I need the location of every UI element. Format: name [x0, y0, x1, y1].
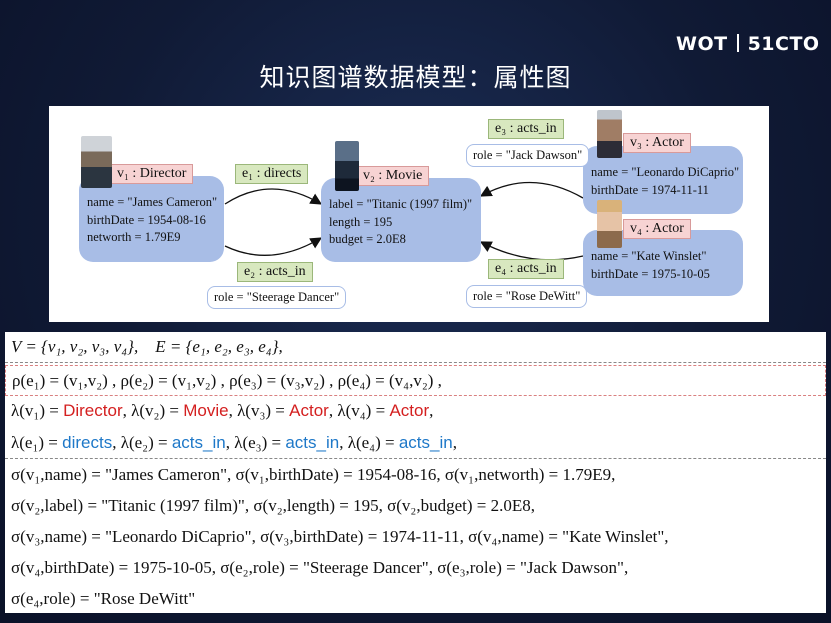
edge-e2-arrow	[224, 237, 323, 256]
sigma-v1: σ(v₁,name) = "James Cameron", σ(v₁,birth…	[11, 465, 616, 484]
sigma-v4-e2-e3: σ(v₄,birthDate) = 1975-10-05, σ(e₂,role)…	[11, 558, 629, 577]
sigma-v2: σ(v₂,label) = "Titanic (1997 film)", σ(v…	[11, 496, 536, 515]
lambda-v4-prefix: λ(v₄) =	[337, 401, 390, 420]
edge-e1-label: e₁ : directs	[235, 164, 309, 184]
lambda-e4-suffix: ,	[452, 433, 457, 452]
titanic-poster-image	[335, 141, 359, 191]
lambda-e3-prefix: λ(e₃) =	[234, 433, 286, 452]
logo-separator	[736, 34, 739, 52]
v1-prop-name: name = "James Cameron"	[87, 195, 218, 209]
sigma-e4: σ(e₄,role) = "Rose DeWitt"	[11, 589, 196, 608]
v3-prop-birthdate: birthDate = 1974-11-11	[591, 182, 709, 197]
formula-row-sigma-4: σ(v₄,birthDate) = 1975-10-05, σ(e₂,role)…	[5, 553, 826, 584]
v4-prop-birthdate: birthDate = 1975-10-05	[591, 266, 710, 281]
lambda-e2-suffix: ,	[225, 433, 235, 452]
lambda-v4-suffix: ,	[429, 401, 434, 420]
edge-e2-role: role = "Steerage Dancer"	[207, 286, 347, 309]
formal-definition-panel: V = {v₁, v₂, v₃, v₄}, E = {e₁, e₂, e₃, e…	[5, 332, 826, 613]
edge-e3-role: role = "Jack Dawson"	[466, 144, 590, 167]
lambda-e1-prefix: λ(e₁) =	[11, 433, 63, 452]
logo-wot: WOT	[676, 33, 728, 55]
lambda-e3-suffix: ,	[339, 433, 348, 452]
v2-prop-budget: budget = 2.0E8	[329, 232, 406, 246]
lambda-e1-suffix: ,	[112, 433, 121, 452]
lambda-e3-value: acts_in	[285, 433, 340, 452]
slide-title: 知识图谱数据模型：属性图	[259, 63, 572, 92]
lambda-v2-suffix: ,	[228, 401, 238, 420]
edge-e3-label: e₃ : acts_in	[488, 119, 564, 139]
leonardo-dicaprio-photo	[597, 110, 622, 158]
edge-e4-label: e₄ : acts_in	[488, 259, 564, 279]
formula-row-lambda-vertices: λ(v₁) = Director, λ(v₂) = Movie, λ(v₃) =…	[5, 396, 826, 427]
node-v2-label: v₂ : Movie	[356, 166, 430, 186]
node-v3-label: v₃ : Actor	[623, 133, 691, 153]
sigma-v3-v4: σ(v₃,name) = "Leonardo DiCaprio", σ(v₃,b…	[11, 527, 669, 546]
vertex-set: V = {v₁, v₂, v₃, v₄},	[11, 337, 139, 356]
formula-row-sigma-5: σ(e₄,role) = "Rose DeWitt"	[5, 584, 826, 615]
node-v1-label: v₁ : Director	[110, 164, 194, 184]
edge-set: E = {e₁, e₂, e₃, e₄},	[155, 337, 283, 356]
lambda-v2-value: Movie	[183, 401, 229, 420]
lambda-v4-value: Actor	[389, 401, 430, 420]
v1-prop-networth: networth = 1.79E9	[87, 230, 181, 244]
node-v4-label: v₄ : Actor	[623, 219, 691, 239]
kate-winslet-photo	[597, 200, 622, 248]
lambda-e2-value: acts_in	[171, 433, 226, 452]
lambda-v1-suffix: ,	[122, 401, 132, 420]
wot-51cto-logo: WOT 51CTO	[676, 33, 820, 55]
lambda-e4-value: acts_in	[398, 433, 453, 452]
node-v4-properties: name = "Kate Winslet" birthDate = 1975-1…	[583, 230, 743, 296]
edge-e4-arrow	[479, 241, 584, 261]
property-graph-diagram: name = "James Cameron" birthDate = 1954-…	[49, 106, 769, 322]
v1-prop-birthdate: birthDate = 1954-08-16	[87, 212, 206, 227]
edge-e4-role: role = "Rose DeWitt"	[466, 285, 588, 308]
node-v2-properties: label = "Titanic (1997 film)" length = 1…	[321, 178, 481, 262]
formula-row-sigma-3: σ(v₃,name) = "Leonardo DiCaprio", σ(v₃,b…	[5, 522, 826, 553]
node-v1-properties: name = "James Cameron" birthDate = 1954-…	[79, 176, 224, 262]
edge-arrows	[224, 181, 584, 261]
lambda-v1-value: Director	[63, 401, 123, 420]
v2-prop-length: length = 195	[329, 214, 393, 229]
v4-prop-name: name = "Kate Winslet"	[591, 249, 707, 263]
formula-row-lambda-edges: λ(e₁) = directs, λ(e₂) = acts_in, λ(e₃) …	[5, 428, 826, 459]
james-cameron-photo	[81, 136, 112, 188]
v2-prop-label: label = "Titanic (1997 film)"	[329, 197, 473, 211]
lambda-v1-prefix: λ(v₁) =	[11, 401, 64, 420]
edge-e1-arrow	[224, 188, 323, 205]
formula-row-sets: V = {v₁, v₂, v₃, v₄}, E = {e₁, e₂, e₃, e…	[5, 332, 826, 363]
lambda-e4-prefix: λ(e₄) =	[347, 433, 399, 452]
formula-row-sigma-1: σ(v₁,name) = "James Cameron", σ(v₁,birth…	[5, 460, 826, 491]
logo-51cto: 51CTO	[747, 33, 820, 55]
lambda-e2-prefix: λ(e₂) =	[120, 433, 172, 452]
lambda-v3-suffix: ,	[328, 401, 338, 420]
lambda-e1-value: directs	[62, 433, 113, 452]
formula-row-sigma-2: σ(v₂,label) = "Titanic (1997 film)", σ(v…	[5, 491, 826, 522]
edge-e2-label: e₂ : acts_in	[237, 262, 313, 282]
lambda-v3-value: Actor	[289, 401, 329, 420]
edge-e3-arrow	[479, 181, 584, 199]
lambda-v2-prefix: λ(v₂) =	[131, 401, 184, 420]
v3-prop-name: name = "Leonardo DiCaprio"	[591, 165, 740, 179]
formula-row-rho: ρ(e₁) = (v₁,v₂) , ρ(e₂) = (v₁,v₂) , ρ(e₃…	[5, 365, 826, 396]
lambda-v3-prefix: λ(v₃) =	[237, 401, 290, 420]
rho-mapping: ρ(e₁) = (v₁,v₂) , ρ(e₂) = (v₁,v₂) , ρ(e₃…	[12, 371, 442, 390]
